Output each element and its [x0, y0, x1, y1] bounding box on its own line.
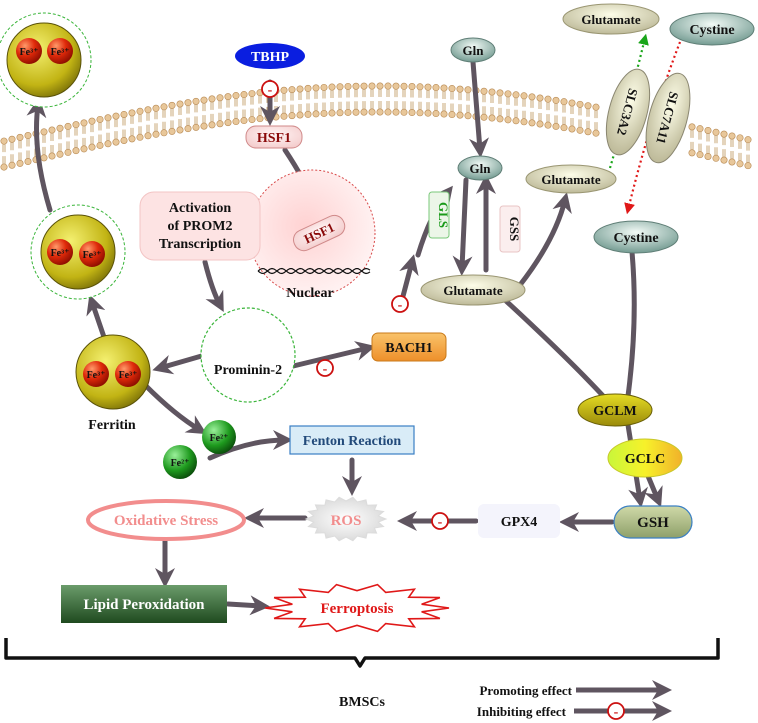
svg-text:Fe³⁺: Fe³⁺	[83, 250, 102, 261]
svg-text:HSF1: HSF1	[257, 131, 291, 146]
arrow-glutamate-upper	[517, 192, 572, 288]
ferritin-top: Fe³⁺ Fe³⁺	[0, 12, 92, 108]
inhibition-marker-prominin: -	[316, 359, 334, 377]
arrow-lipid-ferroptosis	[225, 595, 270, 616]
hsf1-cytoplasm-node: HSF1	[245, 125, 303, 149]
legend-inhibiting-label: Inhibiting effect	[477, 704, 567, 719]
svg-text:Glutamate: Glutamate	[581, 12, 640, 27]
svg-text:Gln: Gln	[470, 161, 492, 176]
arrow-ferritin-fe2	[142, 382, 207, 435]
inhibition-marker-tbhp: -	[261, 80, 279, 98]
svg-text:-: -	[438, 515, 443, 530]
dna-strand	[257, 267, 371, 275]
activation-prom2-box: Activation of PROM2 Transcription	[139, 191, 261, 261]
arrow-prominin-ferritin	[152, 352, 208, 375]
lipid-peroxidation-box: Lipid Peroxidation	[61, 585, 227, 623]
arrow-ferritin-top	[86, 294, 108, 343]
arrow-bach1-gls	[399, 254, 419, 303]
glutamate-center-node: Glutamate	[420, 274, 526, 306]
tbhp-node: TBHP	[235, 43, 305, 69]
gln-extracellular-node: Gln	[450, 37, 496, 63]
svg-text:Fe³⁺: Fe³⁺	[51, 47, 70, 58]
svg-text:Ferritin: Ferritin	[88, 418, 136, 433]
svg-text:Fe²⁺: Fe²⁺	[210, 433, 229, 444]
oxidative-stress-node: Oxidative Stress	[86, 499, 246, 541]
arrow-fe2-fenton	[207, 430, 293, 461]
svg-text:Activation: Activation	[169, 201, 231, 216]
svg-text:GCLC: GCLC	[625, 452, 665, 467]
legend: Promoting effect Inhibiting effect -	[477, 680, 672, 721]
ferroptosis-node: Ferroptosis	[264, 583, 450, 633]
svg-text:BACH1: BACH1	[385, 341, 432, 356]
svg-text:Gln: Gln	[463, 43, 485, 58]
svg-text:Fe³⁺: Fe³⁺	[119, 370, 138, 381]
arrow-glutamate-gclm	[502, 297, 608, 401]
cell-membrane	[0, 82, 752, 171]
svg-text:Glutamate: Glutamate	[541, 172, 600, 187]
svg-text:Cystine: Cystine	[613, 231, 658, 246]
svg-text:Lipid Peroxidation: Lipid Peroxidation	[84, 597, 206, 613]
arrow-gclc-gsh	[644, 473, 663, 508]
cystine-intracellular-node: Cystine	[593, 220, 679, 254]
svg-text:TBHP: TBHP	[251, 50, 290, 65]
svg-text:Glutamate: Glutamate	[443, 283, 502, 298]
svg-text:-: -	[323, 362, 328, 377]
arrow-gln-gln	[469, 59, 490, 158]
arrow-prominin-bach1	[282, 341, 376, 371]
svg-text:Fe³⁺: Fe³⁺	[87, 370, 106, 381]
svg-text:GPX4: GPX4	[501, 515, 538, 530]
svg-text:Oxidative Stress: Oxidative Stress	[114, 513, 218, 529]
gclc-node: GCLC	[607, 438, 683, 478]
bach1-node: BACH1	[371, 332, 447, 362]
gss-box: GSS	[499, 205, 522, 253]
svg-text:GCLM: GCLM	[593, 404, 637, 419]
svg-text:Transcription: Transcription	[159, 237, 241, 252]
ferritin-middle: Fe³⁺ Fe³⁺	[30, 204, 126, 300]
svg-text:Ferroptosis: Ferroptosis	[320, 601, 393, 617]
gln-intracellular-node: Gln	[457, 155, 503, 181]
inhibition-marker-bach1: -	[391, 295, 409, 313]
fenton-reaction-box: Fenton Reaction	[289, 425, 415, 455]
fe2-ion-2: Fe²⁺	[163, 445, 197, 479]
arrow-cystine-gclm	[625, 249, 637, 399]
bmscs-bracket	[4, 638, 720, 668]
legend-promoting-label: Promoting effect	[479, 683, 572, 698]
arrow-activation-prominin	[202, 259, 224, 313]
glutamate-upper-node: Glutamate	[525, 164, 617, 194]
cystine-extracellular-node: Cystine	[669, 12, 755, 46]
arrow-gln-glutamate	[452, 177, 473, 276]
arrow-mid-top-ferritin	[26, 97, 53, 213]
svg-text:Prominin-2: Prominin-2	[214, 363, 282, 378]
svg-text:Nuclear: Nuclear	[286, 286, 333, 301]
svg-text:of PROM2: of PROM2	[168, 219, 233, 234]
svg-text:Fenton Reaction: Fenton Reaction	[303, 434, 402, 449]
glutamate-extracellular-node: Glutamate	[562, 3, 660, 35]
svg-text:Fe³⁺: Fe³⁺	[20, 47, 39, 58]
bmscs-label: BMSCs	[339, 695, 385, 710]
svg-text:Fe²⁺: Fe²⁺	[171, 458, 190, 469]
svg-text:Fe³⁺: Fe³⁺	[51, 248, 70, 259]
svg-text:-: -	[268, 83, 273, 98]
hsf1-nuclear-node: HSF1	[292, 214, 346, 252]
gsh-node: GSH	[613, 505, 693, 539]
fe2-ion-1: Fe²⁺	[202, 420, 236, 454]
slc3a2-transporter: SLC3A2	[605, 68, 651, 156]
svg-text:GSH: GSH	[637, 515, 669, 531]
inhibition-marker-gpx4: -	[431, 512, 449, 530]
gls-box: GLS	[428, 191, 451, 239]
prominin2-node: Prominin-2	[200, 307, 296, 403]
gpx4-node: GPX4	[478, 504, 560, 538]
svg-text:ROS: ROS	[331, 513, 362, 529]
svg-text:-: -	[614, 705, 619, 720]
ferritin-node: Fe³⁺ Fe³⁺ Ferritin	[75, 334, 151, 433]
slc7a11-transporter: SLC7A11	[645, 72, 691, 164]
svg-text:-: -	[398, 298, 403, 313]
svg-text:Cystine: Cystine	[689, 23, 734, 38]
gclm-node: GCLM	[577, 393, 653, 427]
svg-text:GLS: GLS	[436, 202, 451, 228]
ros-node: ROS	[304, 496, 388, 542]
svg-text:GSS: GSS	[507, 217, 522, 242]
